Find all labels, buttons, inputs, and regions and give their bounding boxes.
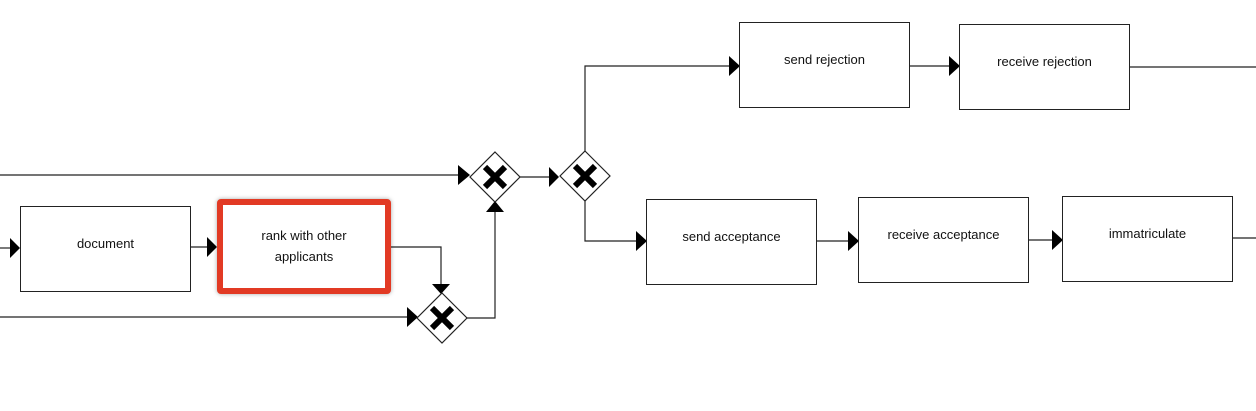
arrowhead	[407, 307, 418, 327]
task-label: send acceptance	[682, 229, 781, 244]
flow-split-to-send-rejection	[584, 65, 731, 151]
task-rank-with-other-applicants[interactable]: rank with other applicants	[217, 199, 391, 294]
task-label: send rejection	[784, 52, 865, 67]
exclusive-gateway-merge[interactable]	[469, 151, 521, 203]
x-marker-icon	[482, 164, 508, 190]
task-receive-rejection[interactable]: receive rejection	[959, 24, 1130, 110]
x-marker-icon	[429, 305, 455, 331]
arrowhead	[729, 56, 740, 76]
arrowhead	[1052, 230, 1063, 250]
arrowhead	[432, 284, 450, 294]
arrowhead	[10, 238, 20, 258]
exclusive-gateway-split[interactable]	[559, 150, 611, 202]
task-document[interactable]: document	[20, 206, 191, 292]
exclusive-gateway-join[interactable]	[416, 292, 468, 344]
x-marker-icon	[572, 163, 598, 189]
task-receive-acceptance[interactable]: receive acceptance	[858, 197, 1029, 283]
task-send-rejection[interactable]: send rejection	[739, 22, 910, 108]
arrowhead	[636, 231, 647, 251]
task-immatriculate[interactable]: immatriculate	[1062, 196, 1233, 282]
flow-rank-to-gateway	[390, 246, 442, 286]
flow-lower-gateway-to-upper-gateway	[467, 210, 496, 319]
arrowhead	[848, 231, 859, 251]
task-label: receive rejection	[997, 54, 1092, 69]
task-label: receive acceptance	[887, 227, 1000, 242]
task-label: document	[76, 236, 135, 251]
arrowhead	[207, 237, 217, 257]
flow-split-to-send-acceptance	[584, 201, 638, 242]
arrowhead	[458, 165, 470, 185]
arrowhead	[949, 56, 960, 76]
task-label: immatriculate	[1108, 226, 1187, 241]
task-send-acceptance[interactable]: send acceptance	[646, 199, 817, 285]
task-label: rank with other applicants	[261, 228, 347, 264]
arrowhead	[549, 167, 559, 187]
arrowhead	[486, 201, 504, 212]
